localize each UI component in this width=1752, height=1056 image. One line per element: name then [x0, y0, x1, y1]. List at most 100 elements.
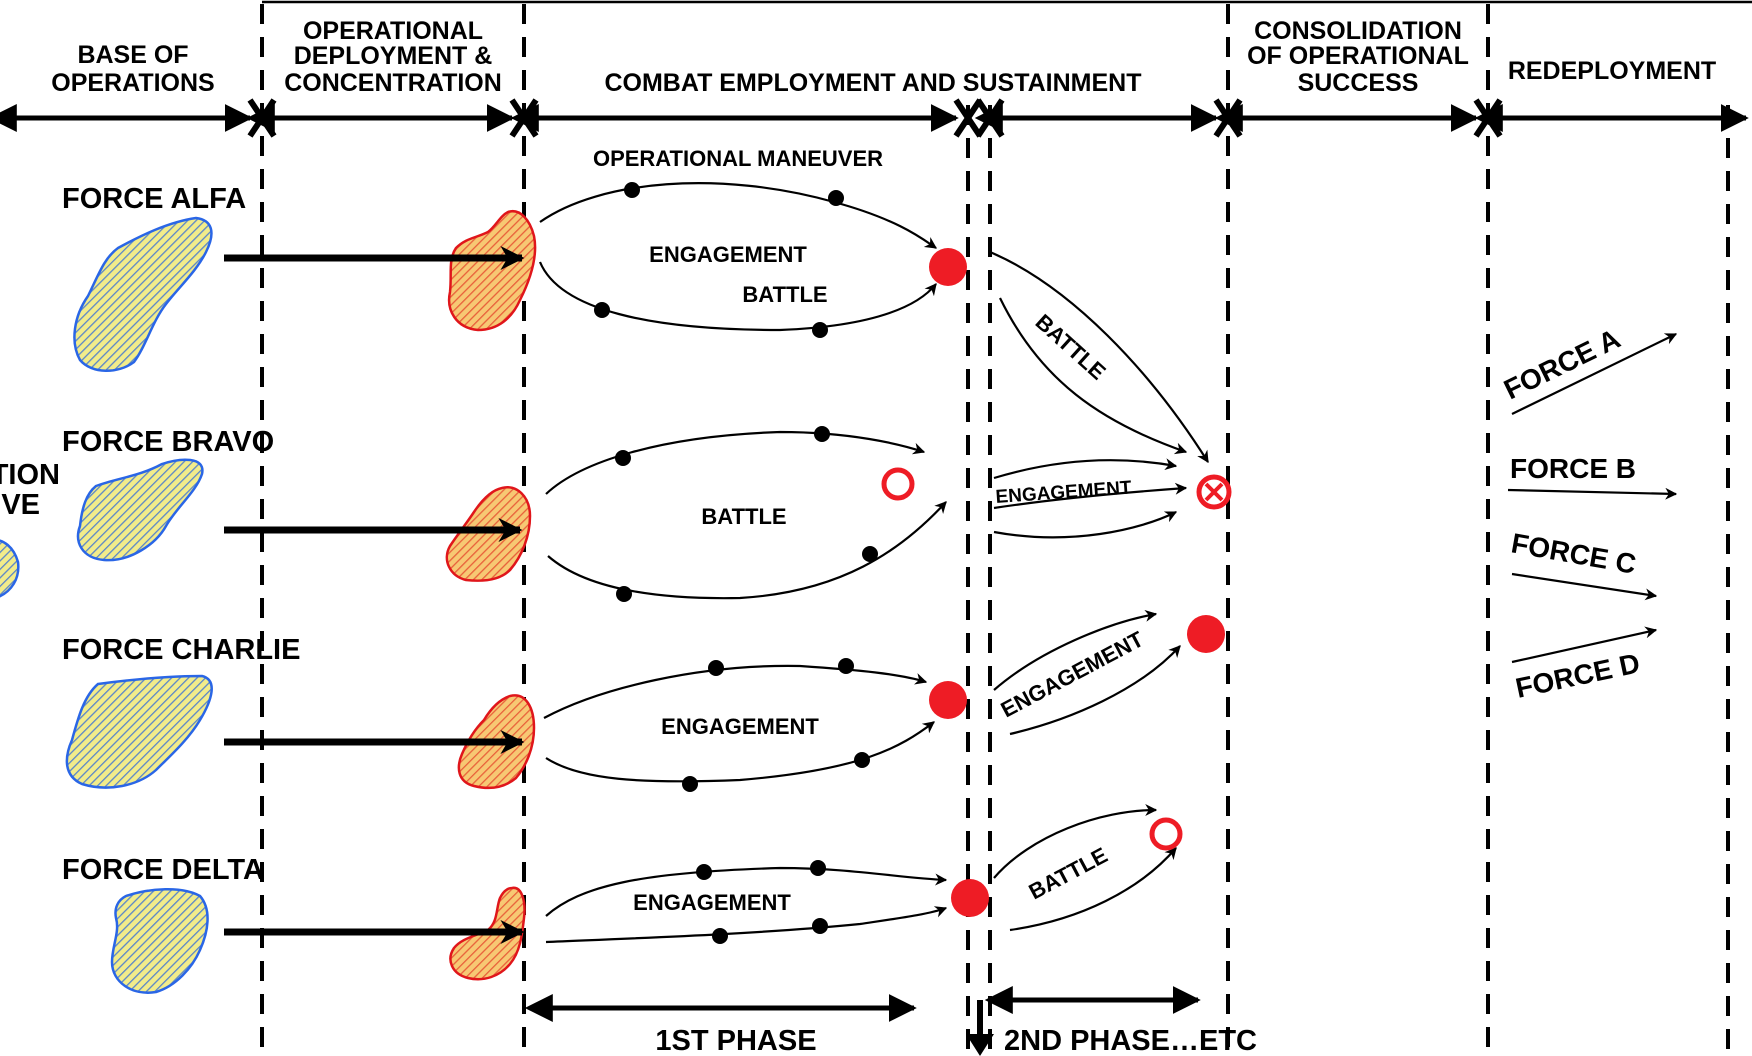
bravo-upper-arc: [545, 430, 926, 495]
phase-arrows: 1ST PHASE 2ND PHASE…ETC: [524, 986, 1257, 1056]
force-names: FORCE ALFA FORCE BRAVO FORCE CHARLIE FOR…: [62, 183, 300, 886]
bravo-phase2-upper: [993, 458, 1178, 480]
header-consolidation-line1: CONSOLIDATION: [1254, 17, 1462, 45]
phase2-label: 2ND PHASE…ETC: [1004, 1025, 1257, 1056]
bravo-waypoint-1: [615, 450, 631, 466]
alfa-waypoint-2: [828, 190, 844, 206]
redeploy-force-d-label: FORCE D: [1513, 647, 1643, 704]
x-marker-4: [975, 98, 1005, 138]
delta-waypoint-1: [696, 864, 712, 880]
delta-waypoint-3: [712, 928, 728, 944]
left-edge-blob: [0, 539, 20, 598]
alfa-waypoint-1: [624, 182, 640, 198]
header-base-line1: BASE OF: [77, 41, 188, 69]
header-base-line2: OPERATIONS: [51, 69, 214, 97]
header-labels: BASE OF OPERATIONS OPERATIONAL DEPLOYMEN…: [51, 17, 1716, 97]
delta-battle-label: BATTLE: [1025, 842, 1112, 904]
bravo-maneuver: BATTLE: [545, 426, 947, 602]
bravo-phase2-x-mark: [1204, 482, 1224, 502]
alfa-waypoint-4: [812, 322, 828, 338]
force-alfa-label: FORCE ALFA: [62, 183, 246, 215]
charlie-lower-arc: [545, 721, 935, 783]
alfa-phase2: BATTLE: [989, 250, 1209, 464]
charlie-maneuver: ENGAGEMENT: [543, 658, 967, 792]
bravo-waypoint-4: [862, 546, 878, 562]
blob-alfa-concentration: [447, 209, 537, 332]
alfa-upper-arc: [539, 182, 937, 249]
delta-phase2-upper: [993, 804, 1158, 879]
header-redeployment: REDEPLOYMENT: [1508, 57, 1716, 85]
force-charlie-label: FORCE CHARLIE: [62, 634, 300, 666]
redeploy-force-c-label: FORCE C: [1509, 527, 1638, 579]
charlie-phase2-lower: [1009, 645, 1181, 736]
header-consolidation-line2: OF OPERATIONAL: [1247, 42, 1469, 70]
charlie-waypoint-1: [708, 660, 724, 676]
phase1-label: 1ST PHASE: [655, 1025, 816, 1056]
blob-charlie-base: [65, 674, 213, 789]
redeploy-arrow-b: [1507, 487, 1678, 500]
delta-phase2-lower: [1009, 847, 1177, 932]
x-marker-6: [1473, 98, 1503, 138]
delta-maneuver: ENGAGEMENT: [545, 860, 989, 944]
alfa-lower-arc: [538, 261, 937, 332]
charlie-phase2-objective: [1187, 615, 1225, 653]
charlie-waypoint-4: [854, 752, 870, 768]
alfa-phase2-lower: [999, 297, 1188, 455]
delta-engagement-label: ENGAGEMENT: [633, 890, 791, 915]
bravo-engagement-label: ENGAGEMENT: [995, 478, 1133, 508]
redeploy-force-b-label: FORCE B: [1510, 453, 1636, 484]
redeploy-arrow-c: [1511, 572, 1658, 601]
alfa-battle-diag-label: BATTLE: [1031, 309, 1111, 385]
charlie-phase2: ENGAGEMENT: [993, 609, 1225, 736]
delta-lower-arc: [545, 906, 948, 944]
header-deployment-line3: CONCENTRATION: [284, 69, 502, 97]
alfa-phase2-upper: [989, 250, 1209, 464]
alfa-engagement-label: ENGAGEMENT: [649, 242, 807, 267]
charlie-waypoint-2: [838, 658, 854, 674]
phase-transition-arrowhead: [966, 1034, 994, 1056]
x-marker-2: [509, 98, 539, 138]
bravo-phase2-objective-failed: [1196, 474, 1232, 510]
left-edge-text-1: TION: [0, 459, 60, 491]
bravo-lower-arc: [547, 501, 947, 600]
bravo-battle-label: BATTLE: [701, 504, 786, 529]
alfa-objective-achieved: [929, 248, 967, 286]
x-marker-1: [247, 98, 277, 138]
divider-x-markers: [247, 98, 1503, 138]
delta-waypoint-2: [810, 860, 826, 876]
x-marker-3: [953, 98, 983, 138]
blob-delta-base: [110, 888, 209, 994]
blob-bravo-base: [76, 458, 204, 562]
delta-phase2-objective-not-achieved: [1149, 817, 1183, 851]
operational-maneuver-label: OPERATIONAL MANEUVER: [593, 146, 883, 171]
phase-dividers: [260, 4, 1730, 1056]
bravo-waypoint-2: [814, 426, 830, 442]
alfa-waypoint-3: [594, 302, 610, 318]
bravo-phase2: ENGAGEMENT: [993, 458, 1232, 539]
alfa-maneuver: ENGAGEMENT BATTLE OPERATIONAL MANEUVER: [538, 146, 967, 338]
x-marker-5: [1213, 98, 1243, 138]
redeployment-forces: FORCE A FORCE B FORCE C FORCE D: [1499, 323, 1678, 704]
charlie-objective-achieved: [929, 681, 967, 719]
redeploy-force-a-label: FORCE A: [1499, 323, 1625, 406]
delta-waypoint-4: [812, 918, 828, 934]
header-deployment-line2: DEPLOYMENT &: [294, 42, 493, 70]
charlie-waypoint-3: [682, 776, 698, 792]
redeploy-arrow-a: [1511, 333, 1678, 415]
charlie-phase2-upper: [993, 609, 1158, 691]
header-deployment-line1: OPERATIONAL: [303, 17, 483, 45]
left-edge-text-2: VE: [1, 489, 40, 521]
delta-phase2: BATTLE: [993, 804, 1183, 932]
charlie-engagement-label: ENGAGEMENT: [661, 714, 819, 739]
header-consolidation-line3: SUCCESS: [1298, 69, 1419, 97]
base-force-blobs: [65, 216, 213, 994]
concentration-blobs: [445, 209, 537, 981]
alfa-battle-label: BATTLE: [742, 282, 827, 307]
deployment-arrows: [224, 246, 525, 944]
delta-upper-arc: [545, 866, 948, 917]
bravo-phase2-lower: [993, 511, 1178, 539]
force-bravo-label: FORCE BRAVO: [62, 426, 274, 458]
blob-alfa-base: [73, 216, 213, 372]
